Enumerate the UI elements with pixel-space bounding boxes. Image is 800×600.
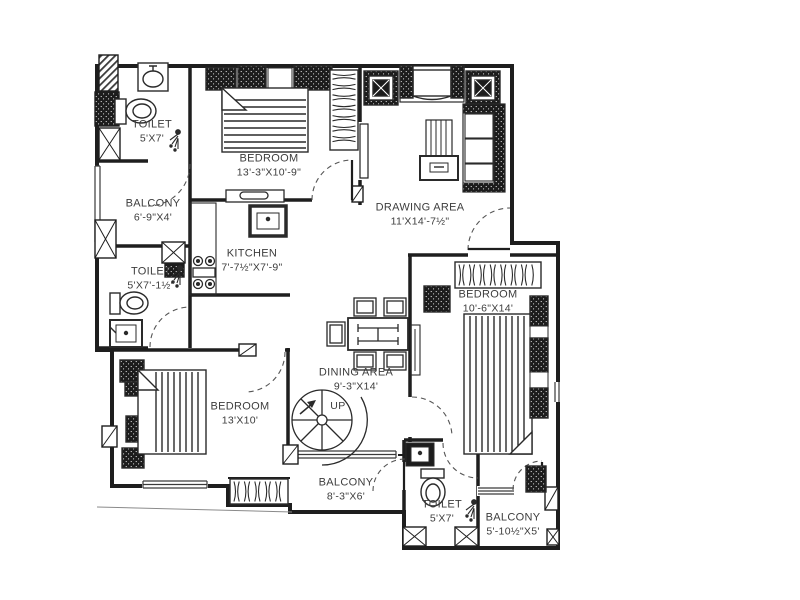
drawing-area-furniture (363, 65, 506, 193)
shower-icon (171, 265, 183, 288)
x-column (161, 241, 186, 264)
x-column (98, 127, 121, 161)
kitchen-fixtures (189, 202, 288, 296)
bed-symbol-bl (137, 368, 207, 455)
door-arc (372, 458, 406, 492)
dresser-symbol (225, 189, 285, 203)
side-table-block (525, 465, 547, 493)
sofa-icon (462, 103, 506, 193)
dining-table-icon (347, 317, 409, 351)
jamb-block (101, 425, 118, 448)
side-table-block (529, 337, 549, 373)
side-table-icon (363, 70, 399, 106)
exterior-walls (95, 64, 560, 550)
windows (93, 165, 563, 496)
sink-icon (248, 204, 288, 238)
side-table-block (529, 295, 549, 327)
x-column (402, 526, 427, 547)
bed-symbol-right (463, 313, 533, 455)
door-leaf-open (359, 123, 369, 179)
jamb-block (351, 185, 364, 203)
hatched-column (98, 54, 119, 92)
door-arc (149, 306, 191, 348)
shower-icon (465, 499, 477, 522)
door-arc (467, 207, 511, 251)
side-table-block (423, 285, 451, 313)
door-arc (244, 351, 286, 393)
shower-icon (169, 129, 181, 152)
door-arc (311, 159, 353, 201)
chair-icon (383, 351, 407, 371)
wc-icon (420, 468, 446, 507)
door-arc (442, 442, 479, 479)
bed-symbol-top (205, 65, 333, 153)
toilet-1-fixtures (114, 62, 181, 152)
chair-icon (353, 297, 377, 317)
door-arc (512, 460, 543, 491)
chair-icon (353, 351, 377, 371)
toilet-3-fixtures (405, 442, 477, 522)
wardrobe-symbol (454, 261, 542, 289)
spiral-stair-icon (291, 389, 368, 466)
site-lines (96, 506, 293, 513)
wardrobe-symbol (329, 69, 359, 151)
tv-console-icon (410, 324, 421, 376)
jamb-block (282, 444, 299, 465)
dining-set (326, 297, 409, 371)
kitchen-counter (189, 202, 217, 296)
bedroom-right-furniture (410, 261, 549, 493)
window-bedroom-bl (142, 479, 208, 490)
x-column (454, 526, 479, 547)
chair-icon (383, 297, 407, 317)
x-column (94, 219, 117, 259)
door-arc (147, 163, 191, 207)
toilet-2-fixtures (109, 265, 183, 348)
wc-icon (109, 291, 149, 315)
door-arc (411, 396, 453, 438)
wc-icon (114, 98, 157, 125)
columns (94, 54, 560, 547)
washbasin-icon (137, 62, 169, 92)
window-bedroom-right (553, 382, 563, 402)
jamb-block (544, 486, 559, 511)
stove-icon (192, 255, 216, 290)
wardrobe-symbol (229, 478, 289, 505)
window-balcony-left (93, 165, 102, 243)
stair-up-label: UP (330, 400, 346, 412)
washbasin-icon (405, 442, 435, 467)
bedroom-bl-furniture (119, 359, 289, 505)
tv-unit-icon (419, 119, 459, 181)
side-table-block (529, 387, 549, 419)
chair-icon (326, 321, 346, 347)
side-table-icon (465, 70, 501, 106)
window-balcony-br (477, 486, 515, 496)
washbasin-icon (109, 319, 143, 348)
window-dining-balcony (294, 448, 398, 461)
loveseat-icon (399, 65, 465, 103)
jamb-block (238, 343, 257, 357)
x-column (546, 528, 560, 546)
